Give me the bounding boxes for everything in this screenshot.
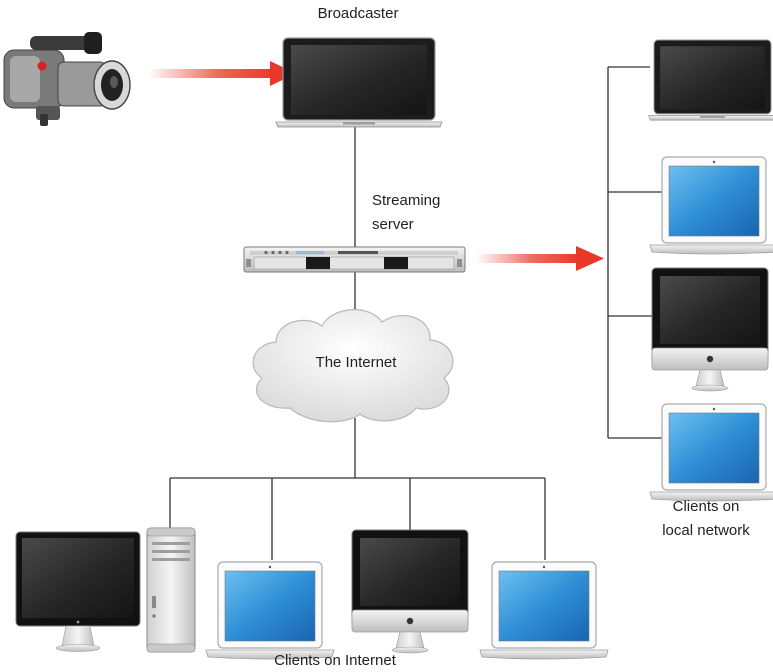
local-clients-label-line2: local network [662, 522, 750, 539]
local-client-imac [651, 267, 769, 392]
server-to-local-network-arrow [476, 246, 604, 271]
streaming-server-label-line1: Streaming [372, 192, 441, 209]
internet-client-laptop-2 [479, 561, 609, 660]
internet-clients-label: Clients on Internet [274, 652, 396, 669]
local-client-laptop-1 [648, 39, 773, 121]
local-client-laptop-2 [649, 156, 773, 255]
local-client-laptop-3 [649, 403, 773, 502]
mac-pro-tower-icon [146, 527, 196, 653]
broadcaster-label: Broadcaster [317, 5, 399, 22]
internet-client-laptop-1 [205, 561, 335, 660]
video-camera-icon [3, 32, 131, 126]
cloud-icon [252, 309, 454, 423]
display-monitor-icon [15, 531, 141, 652]
camera-to-broadcaster-arrow [148, 61, 296, 86]
streaming-server-label-line2: server [372, 216, 414, 233]
internet-cloud-label: The Internet [315, 354, 397, 371]
broadcaster-laptop-icon [275, 37, 443, 128]
local-clients-label-line1: Clients on [672, 498, 740, 515]
internet-client-imac [351, 529, 469, 654]
rack-server-icon [243, 246, 466, 273]
